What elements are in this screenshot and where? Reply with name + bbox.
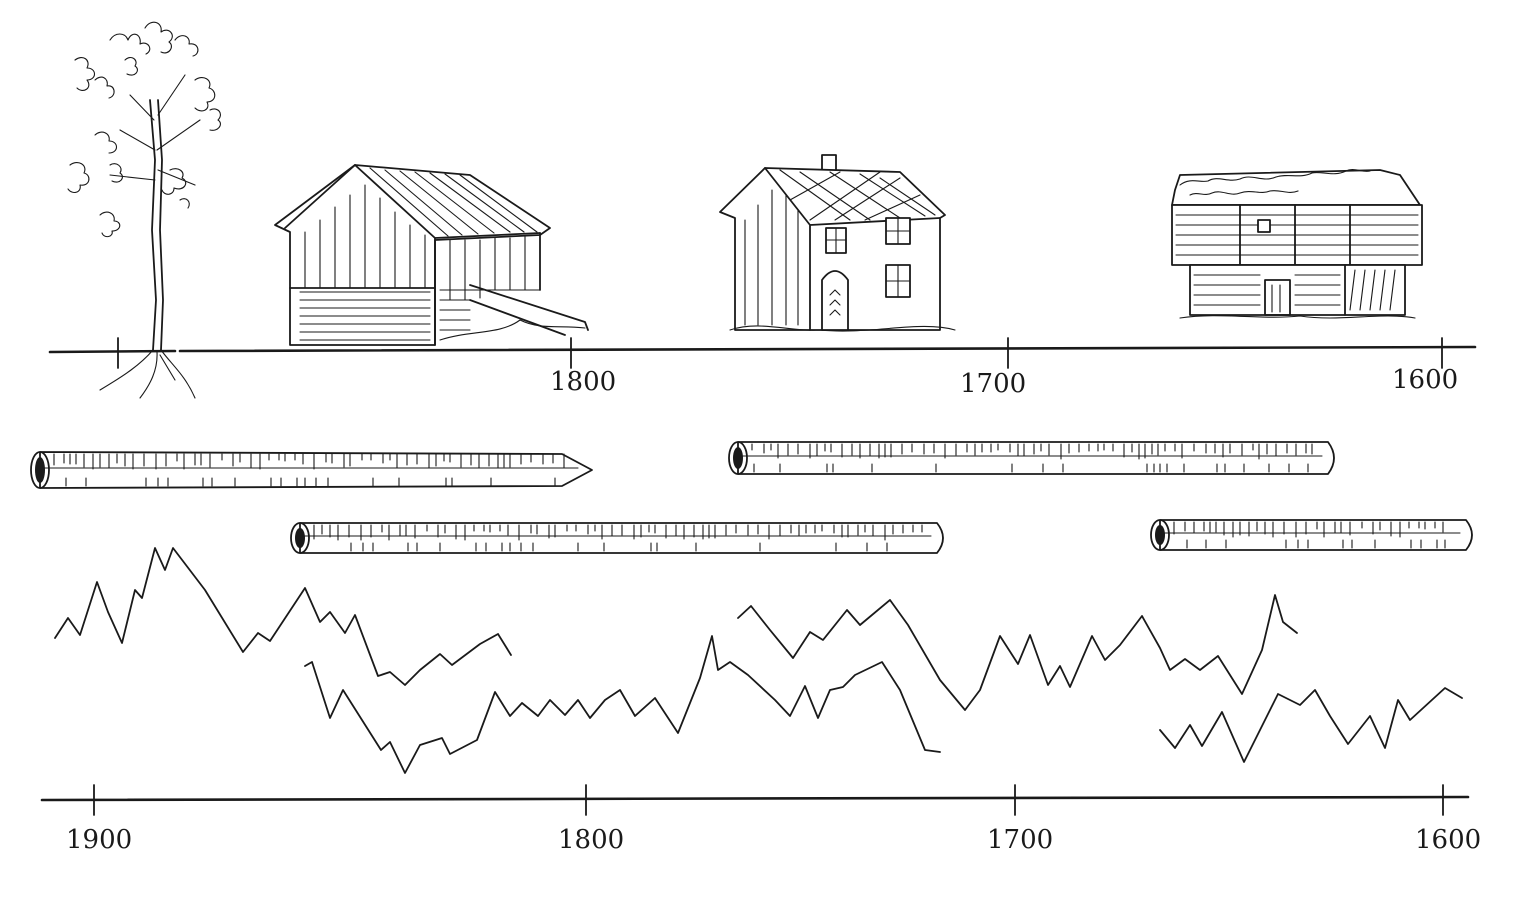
tree-core-sample bbox=[728, 441, 1335, 475]
two-story-house-illustration bbox=[719, 154, 956, 332]
log-storehouse-illustration bbox=[1171, 169, 1423, 319]
top-axis-tick-label: 1800 bbox=[550, 367, 616, 397]
ring-width-curve bbox=[737, 594, 1298, 711]
ring-width-curve bbox=[54, 547, 512, 686]
top-axis-tick-label: 1700 bbox=[960, 369, 1026, 399]
bottom-timeline-axis bbox=[40, 795, 1470, 802]
ring-width-curve bbox=[1159, 687, 1463, 763]
living-tree bbox=[67, 21, 221, 399]
bottom-axis-tick-label: 1600 bbox=[1415, 825, 1481, 855]
tree-core-sample bbox=[290, 522, 944, 554]
bottom-axis-tick-label: 1900 bbox=[66, 825, 132, 855]
tree-core-sample bbox=[30, 451, 593, 489]
top-timeline-axis bbox=[48, 345, 1477, 354]
barn-illustration bbox=[274, 164, 589, 346]
bottom-axis-tick-label: 1800 bbox=[558, 825, 624, 855]
tree-core-sample bbox=[1150, 519, 1473, 551]
top-axis-tick-label: 1600 bbox=[1392, 365, 1458, 395]
ring-width-curve bbox=[304, 635, 941, 774]
bottom-axis-tick-label: 1700 bbox=[987, 825, 1053, 855]
